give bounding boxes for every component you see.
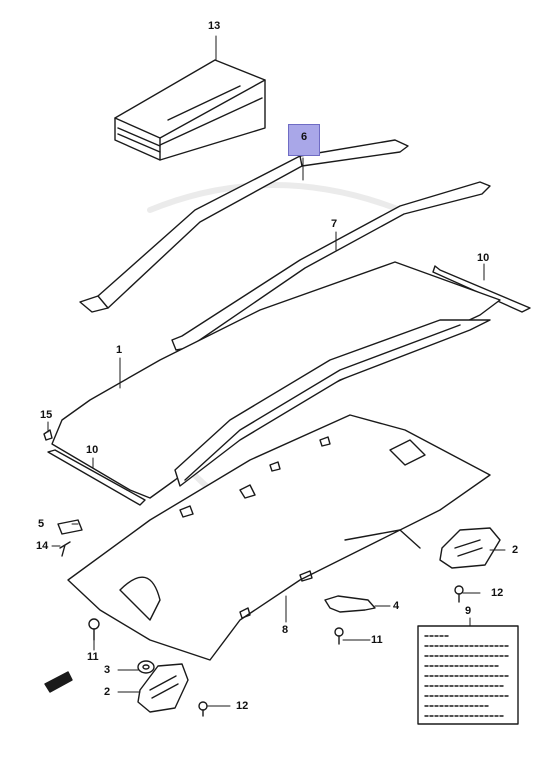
part-12-screw-left: [198, 701, 208, 717]
part-1-panel: [51, 261, 501, 499]
part-10-strip-lower: [47, 449, 146, 506]
part-13-box: [114, 59, 266, 161]
callout-14: 14: [36, 540, 49, 552]
part-9-label-card: [417, 625, 519, 725]
callout-9: 9: [465, 605, 472, 617]
part-6-trim: [79, 139, 409, 313]
part-11-screw-right: [334, 627, 344, 645]
part-4-hook: [324, 595, 376, 613]
callout-10-lower: 10: [86, 444, 99, 456]
part-8-headliner: [67, 414, 491, 661]
callout-3: 3: [104, 664, 111, 676]
part-10-strip-upper: [432, 265, 531, 313]
part-14-bolt: [59, 541, 71, 557]
part-11-screw-left: [88, 618, 100, 641]
leader-lines: [47, 35, 506, 707]
callout-2-right: 2: [512, 544, 519, 556]
part-2-hook-right: [439, 527, 501, 569]
callout-2-left: 2: [104, 686, 111, 698]
part-3-washer: [137, 660, 155, 674]
callout-12-right: 12: [491, 587, 504, 599]
small-bracket: [44, 671, 73, 693]
callout-10-upper: 10: [477, 252, 490, 264]
part-2-hook-left: [137, 663, 189, 713]
part-12-screw-right: [454, 585, 464, 603]
callout-6-highlighted[interactable]: 6: [288, 124, 320, 156]
callout-8: 8: [282, 624, 289, 636]
callout-12-left: 12: [236, 700, 249, 712]
callout-13: 13: [208, 20, 221, 32]
callout-7: 7: [331, 218, 338, 230]
callout-11-left: 11: [87, 651, 99, 663]
callout-11-right: 11: [371, 634, 383, 646]
callout-4: 4: [393, 600, 400, 612]
callout-15: 15: [40, 409, 53, 421]
part-5-clip: [57, 519, 83, 535]
callout-5: 5: [38, 518, 45, 530]
callout-1: 1: [116, 344, 123, 356]
